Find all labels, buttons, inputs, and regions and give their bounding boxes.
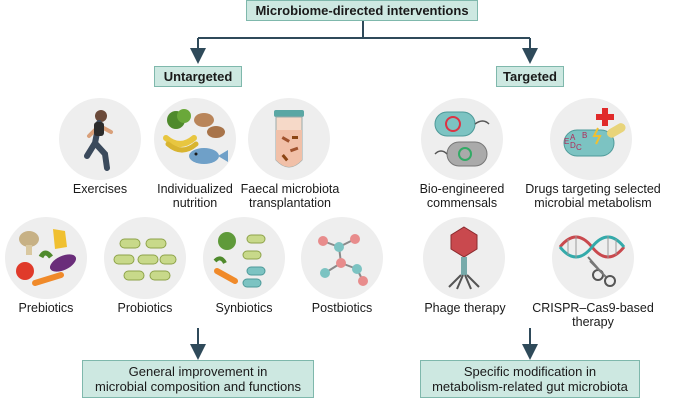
phage-icon: [448, 226, 480, 290]
label-nutrition-1: Individualized: [157, 182, 233, 196]
enzyme-letter-d: D: [570, 141, 576, 150]
diagram-title: Microbiome-directed interventions: [246, 0, 478, 21]
drug-bacteria-icon: A B C D E: [563, 108, 626, 157]
food-icon: [163, 109, 228, 164]
label-prebiotics: Prebiotics: [18, 301, 74, 315]
outcome-untargeted-line2: microbial composition and functions: [95, 379, 301, 394]
drugs-circle: A B C D E: [550, 98, 632, 180]
label-exercises: Exercises: [72, 182, 128, 196]
label-drugs-2: microbial metabolism: [534, 196, 652, 210]
exercises-circle: [59, 98, 141, 180]
vegetables-icon: [16, 229, 77, 286]
outcome-untargeted: General improvement in microbial composi…: [82, 360, 314, 398]
label-synbiotics: Synbiotics: [215, 301, 273, 315]
molecule-icon: [318, 234, 368, 286]
probiotics-circle: [104, 217, 186, 299]
label-probiotics: Probiotics: [117, 301, 173, 315]
fmt-circle: [248, 98, 330, 180]
runner-icon: [84, 110, 113, 171]
postbiotics-circle: [301, 217, 383, 299]
outcome-untargeted-line1: General improvement in: [128, 364, 268, 379]
stool-tube-icon: [274, 110, 304, 168]
untargeted-header: Untargeted: [154, 66, 242, 87]
nutrition-circle: [154, 98, 236, 180]
outcome-targeted-line2: metabolism-related gut microbiota: [432, 379, 628, 394]
label-drugs-1: Drugs targeting selected: [525, 182, 661, 196]
enzyme-letter-c: C: [576, 143, 582, 152]
enzyme-letter-b: B: [582, 131, 587, 140]
enzyme-letter-e: E: [564, 137, 569, 146]
outcome-targeted-line1: Specific modification in: [463, 364, 597, 379]
targeted-header: Targeted: [496, 66, 564, 87]
phage-circle: [423, 217, 505, 299]
engineered-bacteria-icon: [434, 111, 490, 167]
dna-scissors-icon: [558, 235, 626, 287]
label-crispr-1: CRISPR–Cas9-based: [532, 301, 654, 315]
enzyme-letter-a: A: [570, 133, 576, 142]
bioeng-circle: [421, 98, 503, 180]
label-bioeng-1: Bio-engineered: [419, 182, 505, 196]
outcome-targeted: Specific modification in metabolism-rela…: [420, 360, 640, 398]
label-bioeng-2: commensals: [426, 196, 498, 210]
label-crispr-2: therapy: [572, 315, 614, 329]
bacteria-icon: [113, 238, 177, 281]
label-phage: Phage therapy: [424, 301, 506, 315]
label-nutrition-2: nutrition: [172, 196, 218, 210]
synbiotic-icon: [213, 232, 266, 288]
label-fmt-1: Faecal microbiota: [240, 182, 340, 196]
label-fmt-2: transplantation: [248, 196, 331, 210]
synbiotics-circle: [203, 217, 285, 299]
label-postbiotics: Postbiotics: [311, 301, 373, 315]
crispr-circle: [552, 217, 634, 299]
prebiotics-circle: [5, 217, 87, 299]
